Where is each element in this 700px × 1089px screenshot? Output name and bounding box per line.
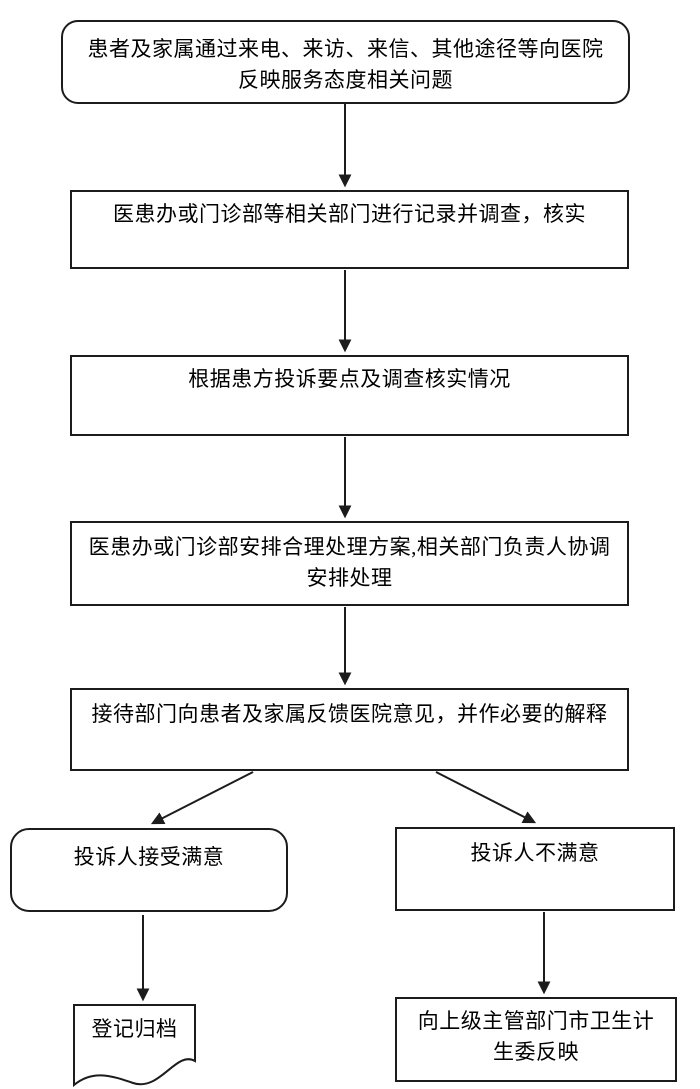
arrow-feedback-to-unsatisfied bbox=[435, 771, 537, 824]
node-start: 患者及家属通过来电、来访、来信、其他途径等向医院反映服务态度相关问题 bbox=[61, 20, 630, 104]
node-plan: 医患办或门诊部安排合理处理方案,相关部门负责人协调安排处理 bbox=[70, 521, 629, 606]
node-assess: 根据患方投诉要点及调查核实情况 bbox=[70, 355, 629, 436]
node-escalate: 向上级主管部门市卫生计生委反映 bbox=[395, 997, 677, 1082]
arrow-feedback-to-satisfied bbox=[150, 771, 254, 825]
node-feedback: 接待部门向患者及家属反馈医院意见，并作必要的解释 bbox=[70, 688, 629, 771]
node-plan-label: 医患办或门诊部安排合理处理方案,相关部门负责人协调安排处理 bbox=[88, 535, 611, 590]
node-unsatisfied-label: 投诉人不满意 bbox=[470, 841, 600, 865]
node-assess-label: 根据患方投诉要点及调查核实情况 bbox=[188, 367, 511, 391]
node-archive: 登记归档 bbox=[74, 1014, 195, 1045]
node-unsatisfied: 投诉人不满意 bbox=[395, 827, 675, 911]
node-satisfied: 投诉人接受满意 bbox=[10, 828, 288, 912]
node-start-label: 患者及家属通过来电、来访、来信、其他途径等向医院反映服务态度相关问题 bbox=[87, 37, 604, 92]
node-record-label: 医患办或门诊部等相关部门进行记录并调查，核实 bbox=[113, 202, 586, 226]
node-feedback-label: 接待部门向患者及家属反馈医院意见，并作必要的解释 bbox=[91, 702, 608, 726]
node-record: 医患办或门诊部等相关部门进行记录并调查，核实 bbox=[70, 190, 629, 269]
node-archive-label: 登记归档 bbox=[91, 1017, 178, 1041]
node-escalate-label: 向上级主管部门市卫生计生委反映 bbox=[417, 1009, 655, 1064]
node-satisfied-label: 投诉人接受满意 bbox=[73, 845, 225, 869]
